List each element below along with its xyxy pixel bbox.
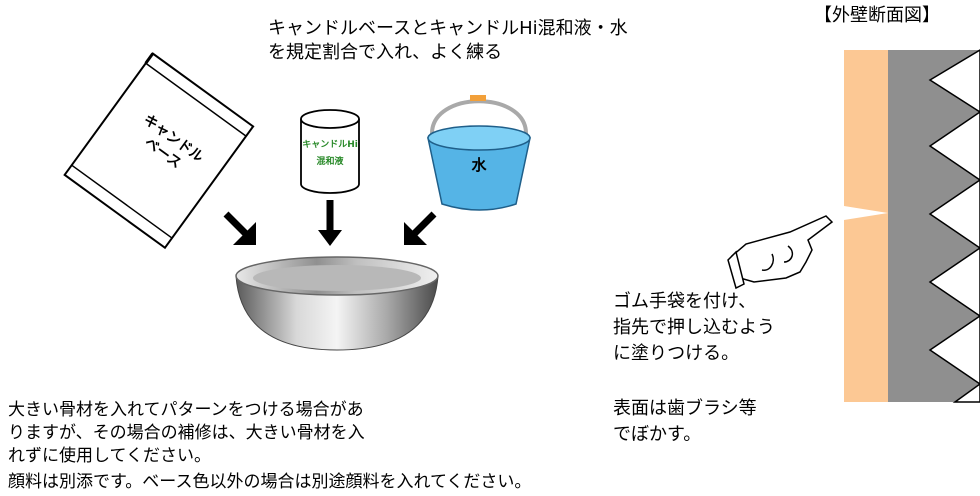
pigment-note: 顔料は別添です。ベース色以外の場合は別途顔料を入れてください。 [8,472,532,492]
glove-icon [727,215,834,290]
aggregate-note-line-2: りますが、その場合の補修は、大きい骨材を入 [8,423,365,443]
can-label-line-1: キャンドルHi [302,140,358,150]
wall-cross-section [844,49,980,403]
arrow-from-bag [223,211,256,245]
mixing-bowl [235,256,439,351]
brush-note-line-2: でぼかす。 [613,424,702,445]
aggregate-note-line-1: 大きい骨材を入れてパターンをつける場合があ [8,400,364,420]
candle-base-bag [63,52,255,250]
arrow-from-bucket [404,211,437,245]
wall-section-title: 【外壁断面図】 [814,5,940,26]
brush-note-line-1: 表面は歯ブラシ等 [613,398,757,419]
mixing-liquid-can [300,109,360,194]
can-label-line-2: 混和液 [316,157,344,167]
instruction-line-1: キャンドルベースとキャンドルHi混和液・水 [268,18,628,39]
arrow-from-can [318,200,342,246]
bucket-label: 水 [471,156,487,174]
aggregate-note-line-3: れずに使用してください。 [8,446,211,466]
water-bucket [427,95,531,211]
glove-note-line-2: 指先で押し込むよう [613,317,775,338]
glove-note-line-3: に塗りつける。 [613,343,740,364]
can-label: キャンドルHi 混和液 [301,137,359,171]
instruction-line-2: を規定割合で入れ、よく練る [268,42,503,63]
glove-note-line-1: ゴム手袋を付け、 [613,291,757,312]
